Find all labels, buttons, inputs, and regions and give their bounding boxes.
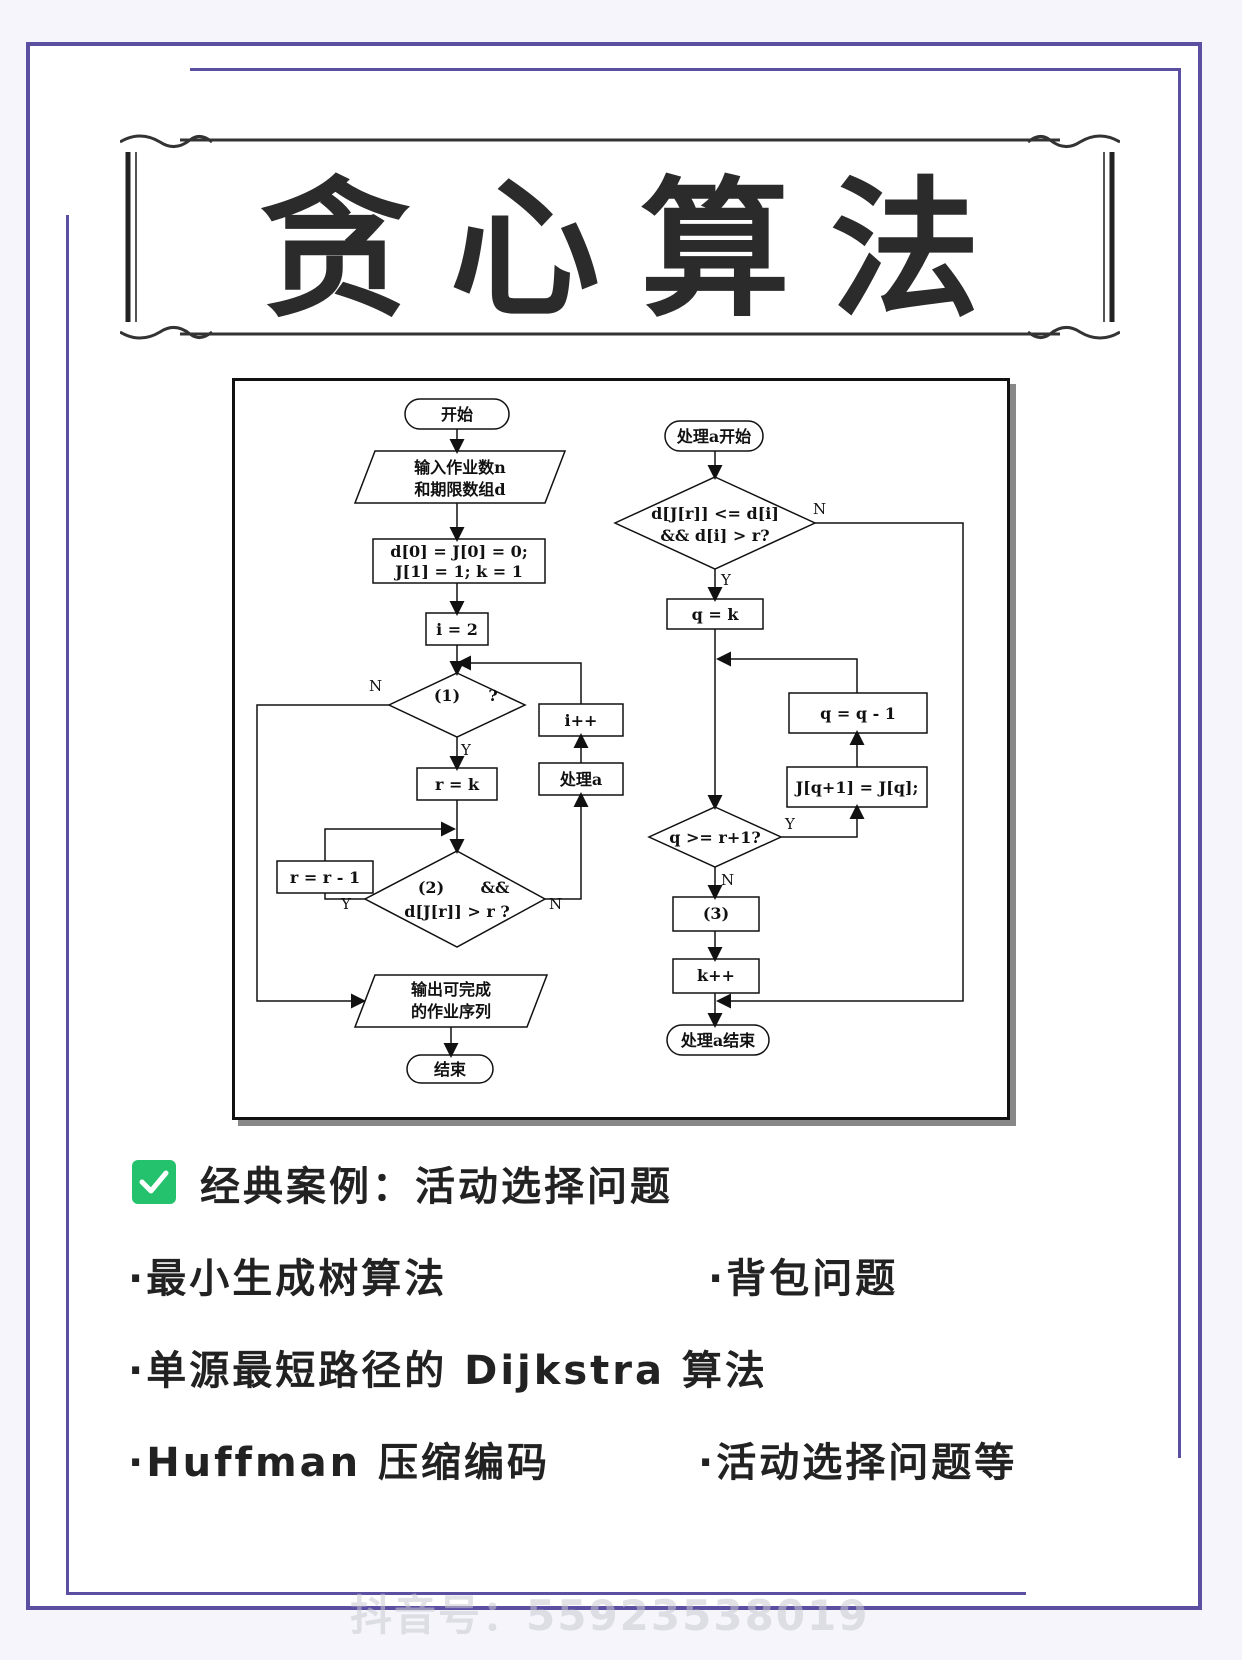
label-cond2-yes: Y [340, 895, 352, 913]
left-cond1-node [387, 672, 527, 738]
label-cond2-no: N [549, 895, 562, 913]
left-cond2-expr: d[J[r]] > r ? [404, 902, 509, 921]
label-cond1-no: N [369, 677, 382, 695]
title-banner: 贪心算法 [119, 132, 1121, 342]
right-step3-text: (3) [703, 904, 729, 923]
frame-right-line [1178, 68, 1181, 1458]
left-cond2-node [363, 850, 547, 948]
case-item-knapsack: ·背包问题 [708, 1256, 899, 1302]
left-output-text-2: 的作业序列 [411, 1002, 491, 1021]
left-i-init-text: i = 2 [436, 620, 478, 639]
page-title: 贪心算法 [259, 163, 1020, 338]
watermark-text: 抖音号：55923538019 [350, 1591, 870, 1640]
left-r-minus-text: r = r - 1 [290, 868, 360, 887]
right-cond-node [613, 476, 817, 570]
frame-bottom-line [66, 1592, 1026, 1595]
left-process-a-text: 处理a [559, 770, 602, 789]
label-cond1-yes: Y [460, 741, 472, 759]
left-start-text: 开始 [441, 405, 473, 424]
left-r-eq-k-text: r = k [435, 775, 480, 794]
left-cond2-label: (2) [418, 878, 444, 897]
left-output-text-1: 输出可完成 [411, 980, 491, 999]
case-item-huffman: ·Huffman 压缩编码 [128, 1440, 551, 1486]
right-start-node [664, 420, 764, 452]
flowchart: 开始 输入作业数n 和期限数组d d[0] = J[0] = 0; J[1] =… [256, 398, 964, 1084]
cases-heading: 经典案例：活动选择问题 [200, 1164, 673, 1210]
left-input-text-1: 输入作业数n [414, 458, 506, 477]
left-cond1-label: (1) [434, 686, 460, 705]
right-q-minus-text: q = q - 1 [820, 704, 896, 723]
right-shift-text: J[q+1] = J[q]; [794, 778, 919, 797]
left-input-node [353, 450, 567, 504]
case-item-activity: ·活动选择问题等 [698, 1440, 1018, 1486]
left-i-inc-text: i++ [565, 711, 598, 730]
right-cond-text-2: && d[i] > r? [660, 526, 769, 545]
left-init-text-2: J[1] = 1; k = 1 [393, 562, 523, 581]
left-cond2-and: && [481, 878, 510, 897]
right-end-text: 处理a结束 [680, 1031, 756, 1050]
case-item-dijkstra: ·单源最短路径的 Dijkstra 算法 [128, 1348, 768, 1394]
label-condq-no: N [721, 871, 734, 889]
label-rcond-yes: Y [720, 571, 732, 589]
left-init-text-1: d[0] = J[0] = 0; [390, 542, 527, 561]
checkbox-icon [132, 1160, 176, 1204]
frame-top-line [190, 68, 1180, 71]
right-cond-q-text: q >= r+1? [669, 828, 760, 847]
right-k-inc-text: k++ [697, 966, 735, 985]
left-end-text: 结束 [433, 1060, 467, 1079]
left-output-node [353, 974, 549, 1028]
right-q-eq-k-text: q = k [692, 605, 740, 624]
right-cond-text-1: d[J[r]] <= d[i] [651, 504, 779, 523]
flowchart-panel: 开始 输入作业数n 和期限数组d d[0] = J[0] = 0; J[1] =… [232, 378, 1010, 1120]
banner-ornament [119, 134, 1121, 340]
frame-left-line [66, 215, 69, 1595]
left-input-text-2: 和期限数组d [414, 480, 505, 499]
label-condq-yes: Y [784, 815, 796, 833]
case-item-mst: ·最小生成树算法 [128, 1256, 448, 1302]
left-cond1-q: ? [488, 686, 497, 705]
right-start-text: 处理a开始 [676, 427, 751, 446]
label-rcond-no: N [813, 500, 826, 518]
